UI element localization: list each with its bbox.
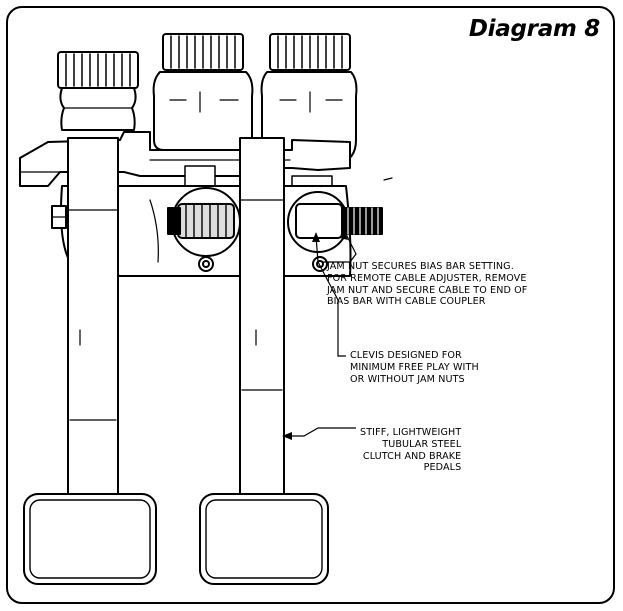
leader-lines — [284, 229, 357, 437]
leader-clevis — [315, 235, 346, 357]
side-nut — [51, 205, 67, 229]
callout-line: TUBULAR STEEL — [382, 438, 462, 450]
callout-line: STIFF, LIGHTWEIGHT — [360, 427, 462, 438]
clutch-pedal-pad — [23, 493, 157, 585]
diagram-frame — [6, 6, 615, 604]
callout-line: PEDALS — [423, 462, 462, 474]
left-clevis — [167, 187, 241, 257]
brake-pedal-arm — [239, 137, 285, 519]
callout-clevis: CLEVIS DESIGNED FOR MINIMUM FREE PLAY WI… — [350, 350, 479, 385]
right-clevis — [287, 191, 383, 253]
callout-line: BIAS BAR WITH CABLE COUPLER — [327, 296, 486, 308]
brake-pedal-pad — [199, 493, 329, 585]
callout-line: OR WITHOUT JAM NUTS — [350, 373, 465, 385]
callout-line: JAM NUT AND SECURE CABLE TO END OF — [327, 284, 528, 296]
clutch-pedal-arm — [67, 137, 119, 519]
callout-jam-nut: JAM NUT SECURES BIAS BAR SETTING. FOR RE… — [327, 261, 527, 308]
middle-reservoir — [152, 33, 254, 151]
callout-line: CLEVIS DESIGNED FOR — [350, 350, 462, 361]
leader-pedals — [284, 427, 356, 437]
callout-line: MINIMUM FREE PLAY WITH — [350, 361, 479, 373]
leader-arrowheads — [282, 230, 348, 440]
diagram-title: Diagram 8 — [468, 16, 600, 42]
callout-line: FOR REMOTE CABLE ADJUSTER, REMOVE — [327, 272, 527, 284]
leader-jam-nut-arrow — [343, 229, 357, 263]
left-reservoir — [57, 51, 139, 131]
callout-line: JAM NUT SECURES BIAS BAR SETTING. — [327, 261, 514, 272]
callout-line: CLUTCH AND BRAKE — [362, 450, 462, 462]
callout-pedals: STIFF, LIGHTWEIGHT TUBULAR STEEL CLUTCH … — [360, 427, 461, 474]
